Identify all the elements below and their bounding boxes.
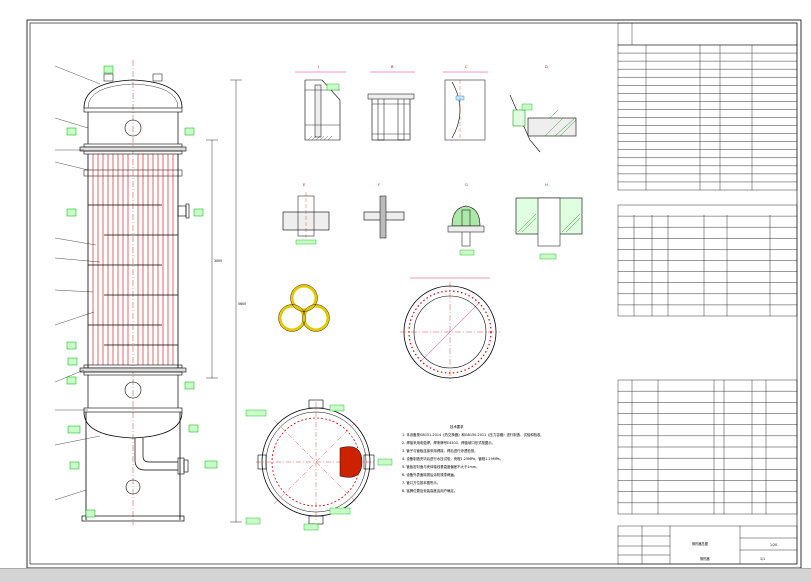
svg-text:C: C <box>465 65 468 69</box>
svg-text:D: D <box>545 65 548 69</box>
tube-bundle-ring-detail <box>278 284 330 332</box>
cad-viewport[interactable]: 3000 5600 I <box>0 0 811 568</box>
detail-views-top: I B C D <box>295 65 577 153</box>
tech-note: 6. 设备外表面除锈后涂防锈漆两遍。 <box>402 472 457 477</box>
svg-text:I: I <box>318 65 319 69</box>
title-scale: 1:20 <box>770 543 777 547</box>
tech-note: 2. 焊接采用电弧焊，焊条牌号E4303，焊缝坡口形式按图示。 <box>402 440 495 445</box>
title-drawing-name: 换热器总图 <box>692 541 708 546</box>
drawing-sheet: 3000 5600 I <box>26 19 802 568</box>
tech-notes-heading: 技术要求 <box>450 424 464 429</box>
drawing-tables <box>617 22 798 565</box>
svg-text:B: B <box>391 65 394 69</box>
svg-text:3000: 3000 <box>214 259 222 263</box>
status-bar <box>0 568 811 582</box>
technical-requirements: 技术要求 1. 本设备按GB151-2014《热交换器》和GB150-2011《… <box>402 424 544 493</box>
detail-views-middle: E F G H <box>282 183 583 260</box>
nozzle-orientation-view <box>245 399 393 531</box>
svg-text:H: H <box>545 183 548 187</box>
tech-note: 8. 铭牌位置及安装高度由用户确定。 <box>402 488 457 493</box>
svg-text:G: G <box>465 183 468 187</box>
outer-border <box>26 19 802 568</box>
svg-text:E: E <box>303 183 306 187</box>
tubesheet-plan-view <box>400 277 500 382</box>
svg-text:F: F <box>378 183 380 187</box>
tech-note: 4. 设备制造完毕后进行水压试验，壳程1.25MPa，管程1.25MPa。 <box>402 456 503 461</box>
title-project-name: 换热器 <box>700 556 710 561</box>
svg-text:5600: 5600 <box>238 302 246 306</box>
title-sheet: 1/1 <box>760 557 765 561</box>
tech-note: 5. 管板密封面与壳体轴线垂直度偏差不大于1mm。 <box>402 464 480 469</box>
tech-note: 7. 管口方位按本图所示。 <box>402 480 440 485</box>
tech-note: 3. 管子与管板连接采用焊接，焊后进行渗透检测。 <box>402 448 478 453</box>
vessel-elevation-view: 3000 5600 <box>54 60 246 525</box>
tech-note: 1. 本设备按GB151-2014《热交换器》和GB150-2011《压力容器》… <box>402 432 544 437</box>
